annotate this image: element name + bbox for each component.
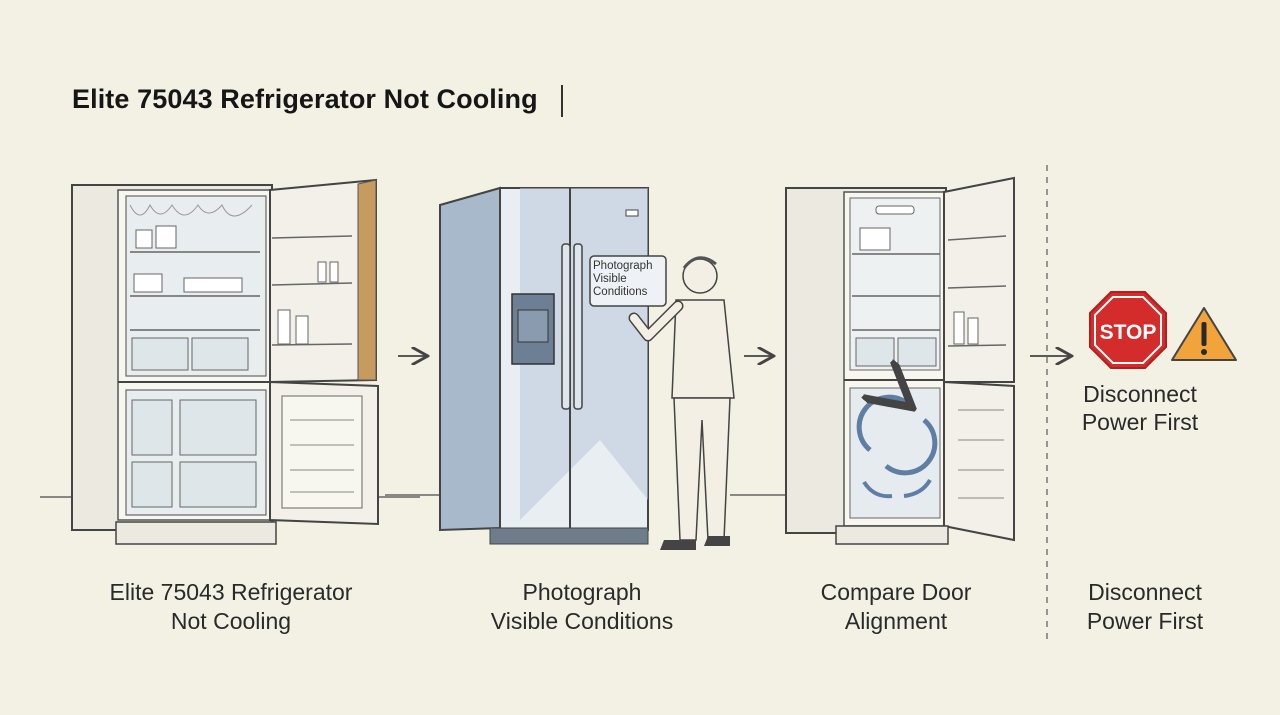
stop-label: STOP (1100, 321, 1157, 344)
warning-text: Disconnect Power First (1081, 381, 1199, 435)
page-title: Elite 75043 Refrigerator Not Cooling (72, 84, 538, 114)
caution-icon (1171, 307, 1237, 361)
open-fridge-airflow-icon (785, 176, 1015, 545)
photo-callout-label: Photograph Visible Conditions (593, 260, 653, 298)
step-caption-2: Photograph Visible Conditions (490, 579, 674, 634)
step-caption-3: Compare Door Alignment (820, 579, 972, 634)
text-cursor (561, 85, 563, 117)
stop-sign-icon: STOP (1089, 291, 1167, 369)
side-by-side-fridge-person-icon (439, 186, 735, 550)
open-fridge-freezer-icon (71, 178, 379, 545)
step-caption-4: Disconnect Power First (1086, 579, 1204, 634)
step-caption-1: Elite 75043 Refrigerator Not Cooling (109, 579, 353, 634)
